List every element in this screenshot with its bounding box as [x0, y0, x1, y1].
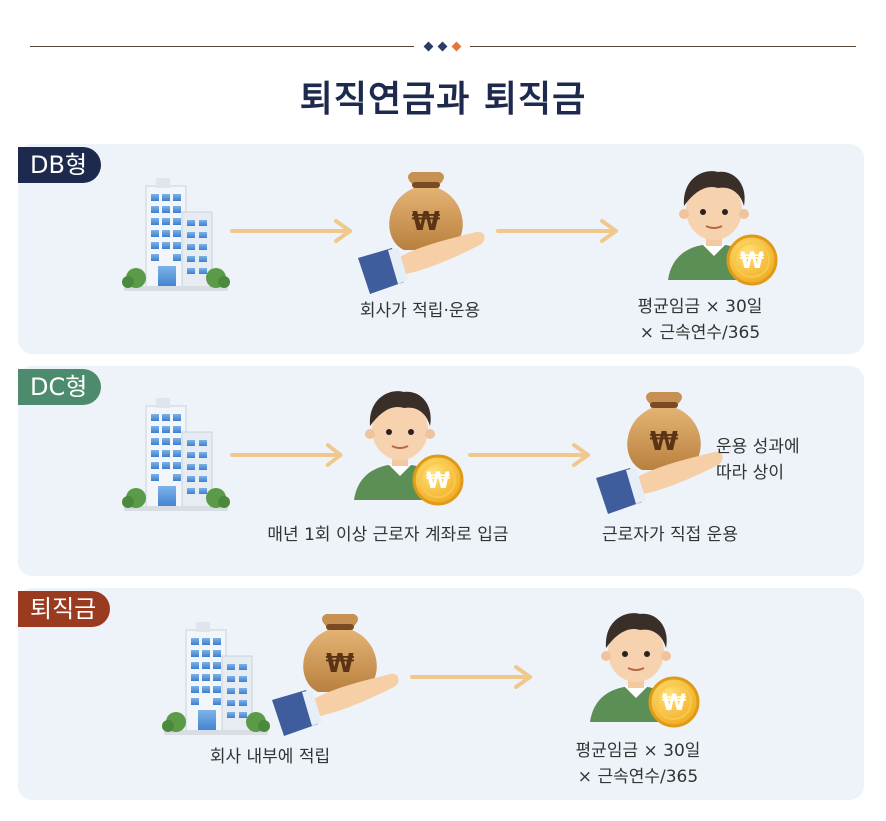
severance-caption-formula-1: 평균임금 × 30일 [575, 741, 701, 761]
money-bag-hand-icon [272, 614, 399, 736]
arrow-right-icon [230, 443, 343, 467]
header-rule-right [470, 46, 856, 47]
dc-caption-deposit: 매년 1회 이상 근로자 계좌로 입금 [267, 525, 509, 545]
company-building-icon [161, 621, 271, 736]
page-title: 퇴직연금과 퇴직금 [299, 79, 587, 120]
dc-caption-result-1: 운용 성과에 [716, 437, 800, 457]
dc-label: DC형 [18, 369, 102, 405]
db-label: DB형 [18, 147, 102, 183]
db-caption-formula-2: × 근속연수/365 [639, 323, 761, 343]
severance-caption-formula-2: × 근속연수/365 [577, 767, 699, 787]
severance-label: 퇴직금 [18, 591, 111, 627]
worker-coin-icon [666, 169, 778, 286]
db-caption-formula-1: 평균임금 × 30일 [637, 297, 763, 317]
arrow-right-icon [468, 443, 590, 467]
header-rule-left [30, 46, 414, 47]
severance-caption-company: 회사 내부에 적립 [209, 747, 331, 767]
db-caption-company: 회사가 적립·운용 [359, 301, 481, 321]
severance-panel [18, 588, 864, 800]
money-bag-hand-icon [596, 392, 723, 514]
dc-caption-result-2: 따라 상이 [716, 463, 784, 483]
arrow-right-icon [410, 665, 532, 689]
header-ornament [421, 41, 465, 53]
arrow-right-icon [230, 219, 352, 243]
company-building-icon [121, 177, 231, 292]
money-bag-hand-icon [358, 172, 485, 294]
company-building-icon [121, 397, 231, 512]
arrow-right-icon [496, 219, 618, 243]
worker-coin-icon [352, 389, 464, 506]
worker-coin-icon [588, 611, 700, 728]
dc-caption-self: 근로자가 직접 운용 [602, 525, 738, 545]
